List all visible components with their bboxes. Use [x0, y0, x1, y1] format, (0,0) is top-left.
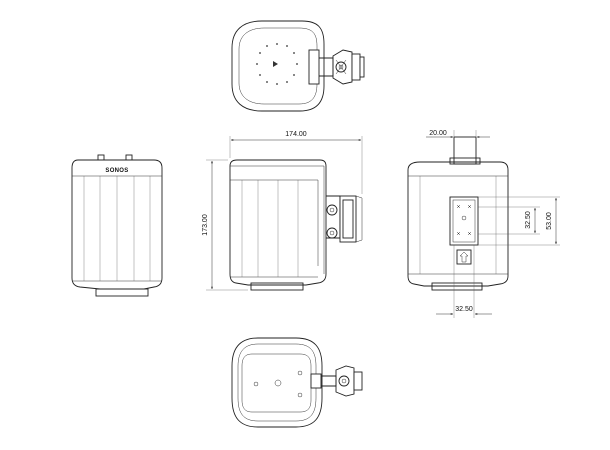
top-view — [231, 20, 365, 112]
dimension-width: 174.00 — [229, 131, 363, 194]
dimension-bracket-offset-label: 20.00 — [429, 130, 447, 137]
dimension-hole-spacing-horizontal: 32.50 — [436, 245, 492, 318]
play-pause-icon — [273, 61, 278, 67]
bottom-view — [231, 337, 363, 428]
side-view: 174.00 173.00 — [202, 131, 363, 291]
ethernet-port — [456, 249, 472, 265]
wall-bracket-bottom — [310, 365, 363, 397]
brand-logo-text: SONOS — [105, 168, 128, 174]
dimension-bracket-offset: 20.00 — [426, 130, 490, 138]
dimension-width-label: 174.00 — [285, 131, 307, 138]
dimension-hole-spacing-vertical: 32.50 — [478, 206, 540, 235]
dimension-height: 173.00 — [202, 159, 248, 291]
dimension-hole-spacing-vertical-label: 32.50 — [525, 211, 532, 229]
wall-bracket-side — [326, 195, 363, 243]
back-view: 20.00 32.50 53.00 32.50 — [407, 130, 560, 318]
dimension-bracket-height-label: 53.00 — [546, 212, 553, 230]
dimension-hole-spacing-horizontal-label: 32.50 — [455, 306, 473, 313]
touch-dots-ring — [256, 43, 298, 85]
dimension-height-label: 173.00 — [202, 214, 209, 236]
wall-bracket-top — [308, 49, 365, 85]
dimension-bracket-height: 53.00 — [478, 196, 560, 246]
mounting-plate — [449, 196, 479, 246]
front-view: SONOS — [71, 154, 163, 297]
